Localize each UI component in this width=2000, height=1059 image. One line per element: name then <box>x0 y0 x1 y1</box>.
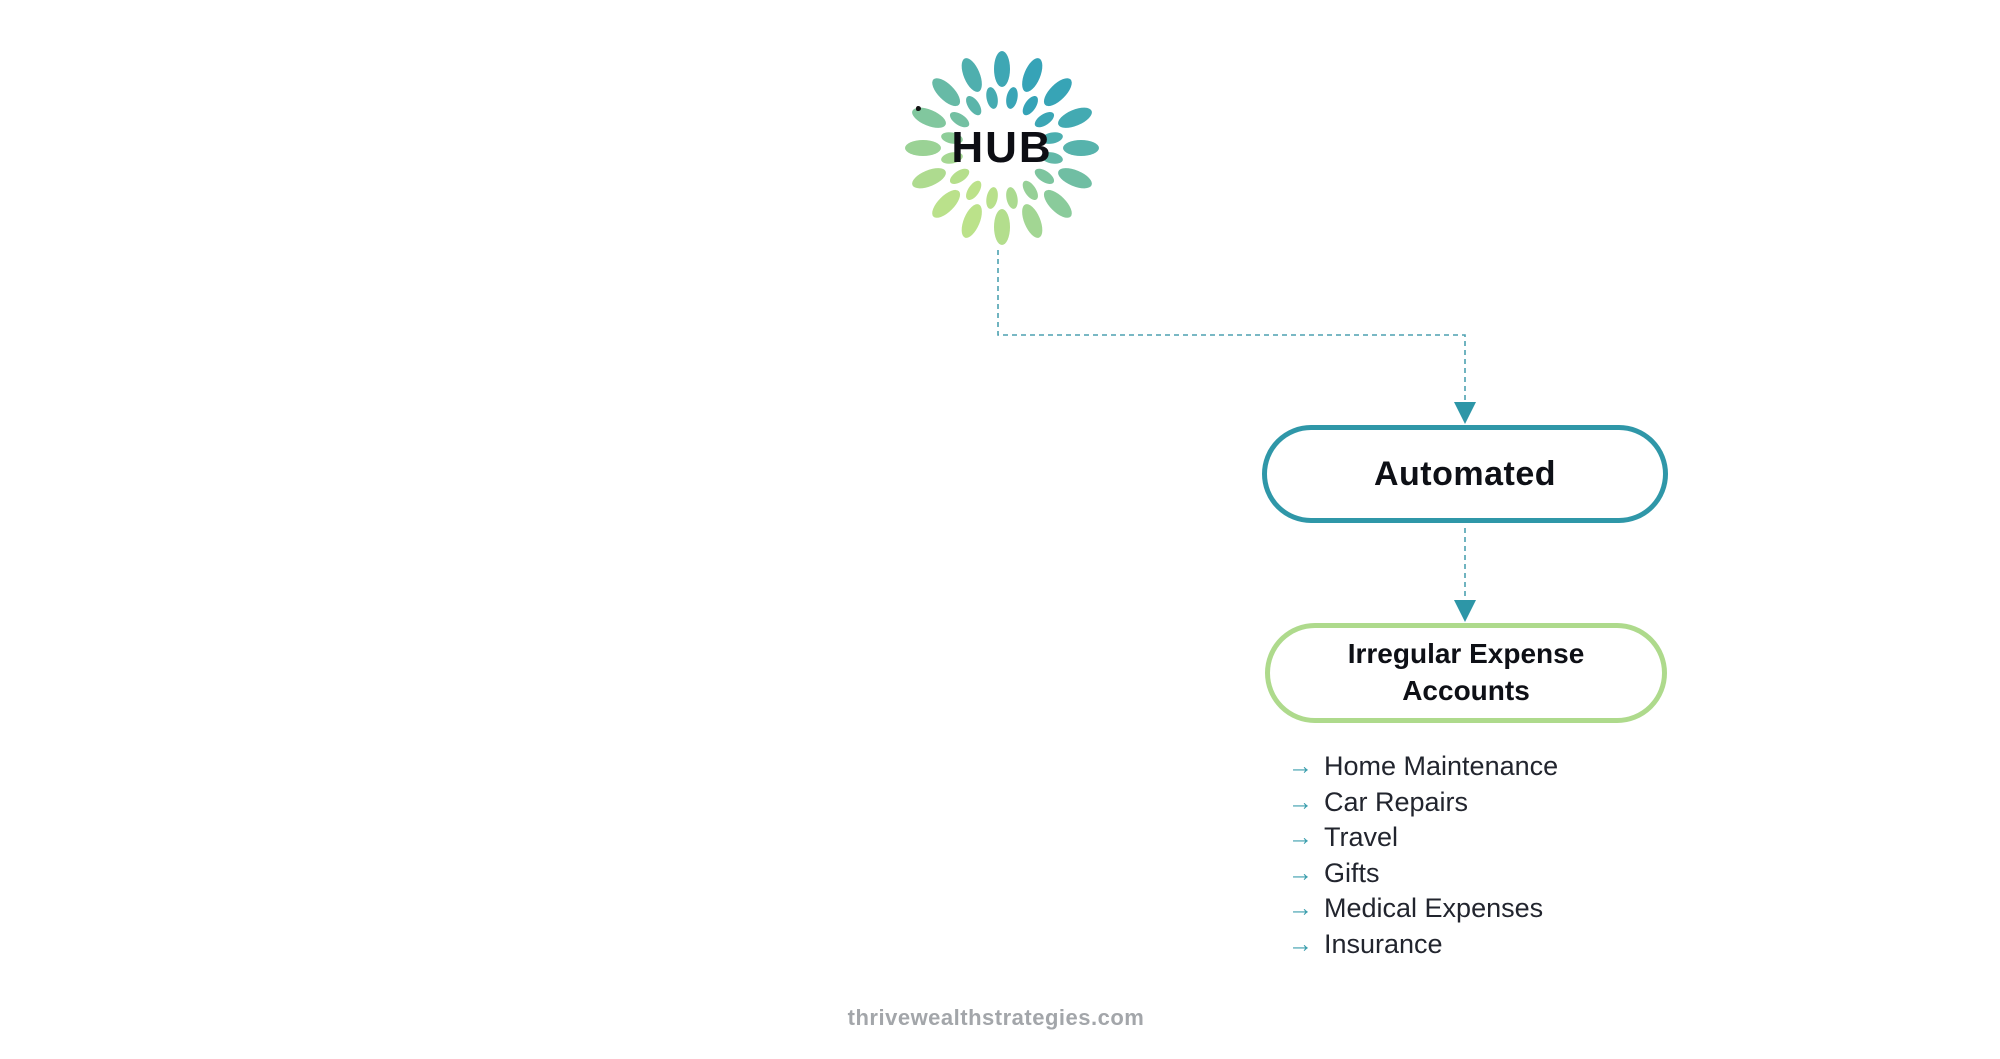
petal <box>1034 112 1055 128</box>
list-item-label: Insurance <box>1324 928 1443 959</box>
petal <box>932 189 961 218</box>
petal <box>966 180 982 201</box>
expense-list: → Home Maintenance → Car Repairs → Trave… <box>1288 751 1558 964</box>
petal <box>941 152 963 164</box>
list-item-label: Home Maintenance <box>1324 751 1559 781</box>
list-item: → Car Repairs <box>1288 787 1558 823</box>
petal <box>1058 168 1092 189</box>
list-item-label: Gifts <box>1324 857 1380 888</box>
petal <box>912 107 946 128</box>
petal <box>949 168 970 184</box>
list-item-label: Car Repairs <box>1324 786 1469 817</box>
footer-url: thrivewealthstrategies.com <box>847 1005 1145 1030</box>
list-item: → Gifts <box>1288 858 1558 894</box>
petal <box>1041 132 1063 144</box>
list-item: → Home Maintenance <box>1288 751 1558 787</box>
petal <box>1041 152 1063 164</box>
hub-logo: HUB <box>902 48 1102 248</box>
petal <box>994 51 1010 87</box>
petal <box>1022 204 1043 238</box>
arrow-bullet-icon: → <box>1288 787 1313 816</box>
arrow-bullet-icon: → <box>1288 823 1313 851</box>
petal <box>1006 187 1018 209</box>
list-item-label: Medical Expenses <box>1324 893 1544 923</box>
stray-mark-dot <box>916 106 921 111</box>
petal <box>941 132 963 144</box>
petal <box>966 95 982 116</box>
petal <box>932 78 961 107</box>
connector-hub-to-automated <box>997 250 1466 400</box>
hub-logo-petals-icon <box>905 51 1099 245</box>
petal <box>905 140 941 156</box>
petal <box>1022 58 1043 92</box>
arrow-bullet-icon: → <box>1288 894 1313 922</box>
hub-logo-text: HUB <box>951 123 1053 172</box>
list-item-label: Travel <box>1324 822 1399 852</box>
petal <box>986 187 998 209</box>
list-item: → Travel <box>1288 822 1558 858</box>
node-automated-label: Automated <box>1373 454 1557 493</box>
arrow-bullet-icon: → <box>1288 929 1313 958</box>
petal <box>1034 168 1055 184</box>
petal <box>1063 140 1099 156</box>
node-irregular-label: Irregular Expense Accounts <box>1347 638 1585 706</box>
arrowhead-into-automated-icon <box>1454 402 1476 424</box>
list-item: → Medical Expenses <box>1288 893 1558 929</box>
petal <box>1006 87 1018 109</box>
arrow-bullet-icon: → <box>1288 752 1313 780</box>
petal <box>1043 78 1072 107</box>
petal <box>994 209 1010 245</box>
petal <box>912 168 946 189</box>
petal <box>961 204 982 238</box>
arrow-bullet-icon: → <box>1288 858 1313 887</box>
petal <box>1058 107 1092 128</box>
list-item: → Insurance <box>1288 929 1558 965</box>
node-automated: Automated <box>1262 425 1668 523</box>
petal <box>961 58 982 92</box>
petal <box>986 87 998 109</box>
petal <box>1022 180 1038 201</box>
petal <box>1043 189 1072 218</box>
petal <box>949 112 970 128</box>
arrowhead-into-irregular-icon <box>1454 600 1476 622</box>
petal <box>1022 95 1038 116</box>
node-irregular: Irregular Expense Accounts <box>1265 623 1667 723</box>
